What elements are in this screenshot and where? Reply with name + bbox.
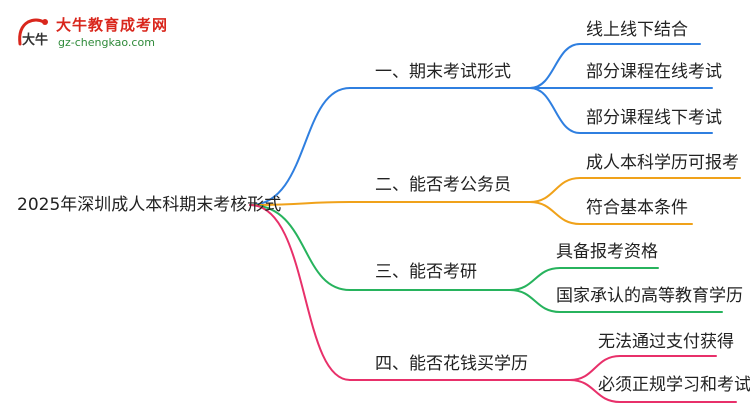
leaf-node-2-2[interactable]: 符合基本条件 [586, 198, 688, 218]
logo-title: 大牛教育成考网 [56, 16, 169, 34]
logo-mark-icon: 大牛 [18, 18, 48, 48]
mindmap-edges [249, 43, 741, 403]
leaf-node-4-1[interactable]: 无法通过支付获得 [598, 332, 734, 352]
leaf-node-1-1[interactable]: 线上线下结合 [586, 20, 688, 40]
branch-node-4[interactable]: 四、能否花钱买学历 [375, 354, 528, 374]
edge-branch-4-leaf-2 [569, 379, 737, 403]
edge-branch-2-leaf-2 [529, 201, 693, 225]
edge-root-branch-4 [249, 204, 351, 381]
edge-branch-1-leaf-3 [529, 87, 713, 134]
site-logo[interactable]: 大牛 大牛教育成考网 gz-chengkao.com [14, 12, 167, 56]
branch-node-2[interactable]: 二、能否考公务员 [375, 175, 511, 195]
branch-node-3[interactable]: 三、能否考研 [375, 262, 477, 282]
leaf-node-1-2[interactable]: 部分课程在线考试 [586, 62, 722, 82]
edge-branch-3-leaf-1 [509, 267, 659, 291]
edge-root-branch-2 [249, 201, 351, 206]
edge-branch-1-leaf-1 [529, 43, 701, 89]
edge-branch-4-leaf-1 [569, 355, 717, 381]
edge-root-branch-1 [249, 87, 351, 206]
leaf-node-1-3[interactable]: 部分课程线下考试 [586, 108, 722, 128]
leaf-node-3-2[interactable]: 国家承认的高等教育学历 [556, 286, 743, 306]
branch-node-1[interactable]: 一、期末考试形式 [375, 62, 511, 82]
edge-branch-2-leaf-1 [529, 177, 741, 203]
logo-url: gz-chengkao.com [58, 36, 155, 49]
leaf-node-2-1[interactable]: 成人本科学历可报考 [586, 153, 739, 173]
logo-mark-text: 大牛 [22, 32, 48, 48]
edge-branch-3-leaf-2 [509, 289, 723, 313]
edge-root-branch-3 [249, 204, 351, 291]
leaf-node-4-2[interactable]: 必须正规学习和考试 [598, 375, 750, 395]
root-node[interactable]: 2025年深圳成人本科期末考核形式 [17, 195, 282, 215]
leaf-node-3-1[interactable]: 具备报考资格 [556, 242, 658, 262]
